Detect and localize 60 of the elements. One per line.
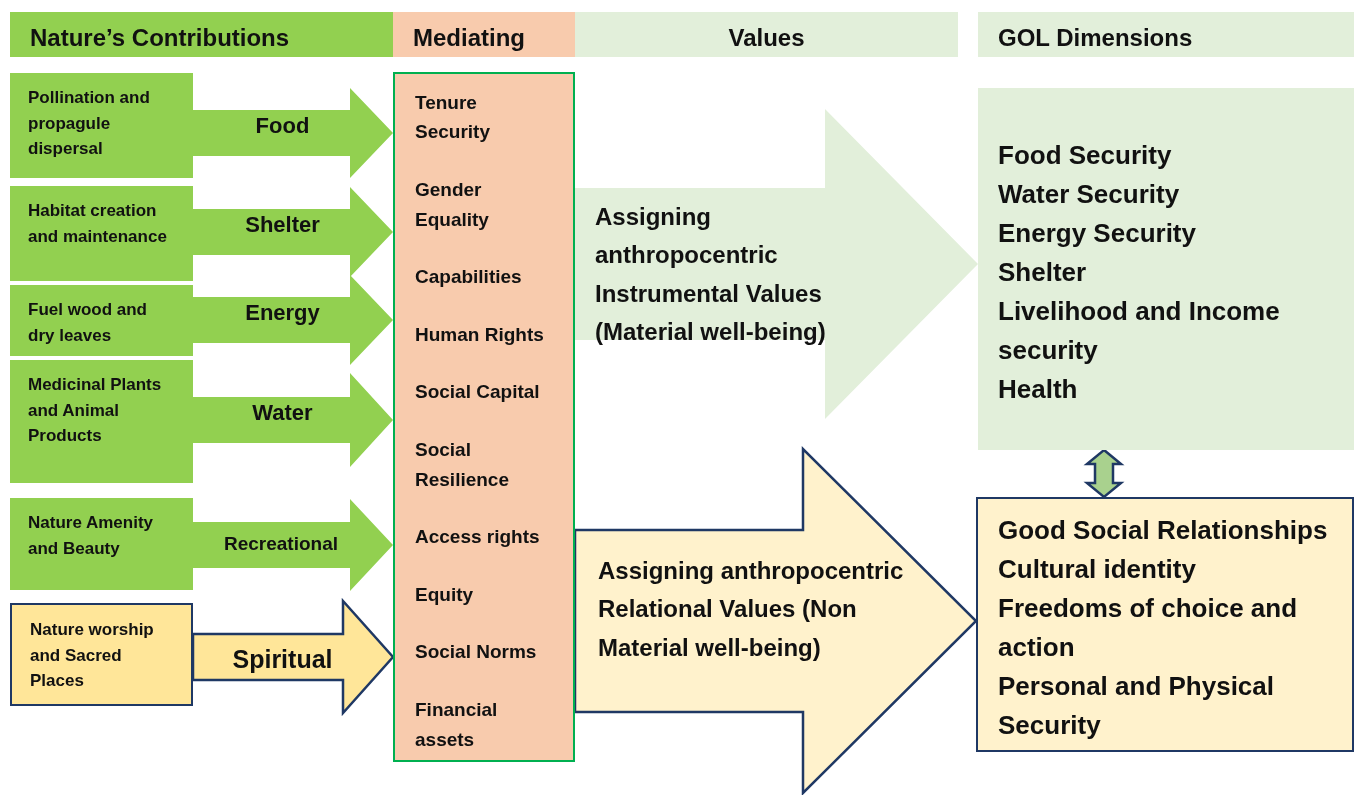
block-arrow	[193, 275, 393, 365]
dimension-box	[976, 497, 1354, 752]
list-item: Shelter	[998, 256, 1088, 289]
list-item: Energy Security	[998, 217, 1197, 250]
source-box	[10, 603, 193, 706]
list-item: Water Security	[998, 178, 1181, 211]
column-header	[575, 12, 958, 57]
block-arrow	[193, 88, 393, 178]
list-item: Human Rights	[415, 322, 545, 347]
box-text: Nature worship and Sacred Places	[30, 619, 155, 692]
column-header	[978, 12, 1354, 57]
list-item: Social Norms	[415, 640, 538, 665]
block-arrow	[193, 187, 393, 277]
list-item: Health	[998, 373, 1079, 406]
list-item: Capabilities	[415, 265, 523, 290]
list-item: Livelihood and Income security	[998, 295, 1281, 367]
list-item: Social Capital	[415, 380, 541, 405]
dimension-box	[978, 88, 1354, 450]
block-arrow	[573, 446, 978, 795]
header-text: GOL Dimensions	[998, 23, 1194, 53]
list-item: Financial assets	[415, 698, 499, 752]
block-arrow	[193, 499, 393, 591]
header-text: Nature’s Contributions	[30, 23, 291, 53]
mediating-box	[393, 72, 575, 762]
box-text: Habitat creation and maintenance	[28, 200, 168, 248]
list-item: Good Social Relationships	[998, 514, 1329, 547]
box-text: Fuel wood and dry leaves	[28, 299, 148, 347]
list-item: Tenure Security	[415, 91, 491, 145]
edge-label: Recreational	[222, 532, 339, 556]
edge-label: Food	[254, 112, 311, 140]
list-item: Equity	[415, 582, 475, 607]
list-item: Freedoms of choice and action	[998, 592, 1299, 664]
header-text: Mediating	[413, 23, 526, 53]
edge-label: Assigning anthropocentric Instrumental Values (Material well-being)	[595, 202, 827, 348]
list-item: Access rights	[415, 525, 541, 550]
edge-label: Energy	[244, 299, 321, 327]
box-text: Nature Amenity and Beauty	[28, 512, 154, 560]
box-text: Pollination and propagule dispersal	[28, 87, 151, 160]
box-text: Medicinal Plants and Animal Products	[28, 374, 163, 447]
list-item: Food Security	[998, 139, 1173, 172]
source-box	[10, 186, 193, 281]
source-box	[10, 360, 193, 483]
list-item: Gender Equality	[415, 178, 490, 232]
block-arrow	[575, 109, 978, 419]
column-header	[393, 12, 575, 57]
source-box	[10, 285, 193, 356]
edge-label: Assigning anthropocentric Relational Values (Non Material well-being)	[598, 556, 905, 663]
block-arrow	[191, 597, 395, 717]
list-item: Social Resilience	[415, 438, 510, 492]
edge-label: Shelter	[244, 211, 321, 239]
edge-label: Water	[251, 399, 314, 427]
column-header	[10, 12, 393, 57]
block-arrow	[193, 373, 393, 467]
edge-label: Spiritual	[231, 644, 334, 675]
list-item: Personal and Physical Security	[998, 670, 1275, 742]
header-text: Values	[727, 23, 806, 53]
source-box	[10, 73, 193, 178]
source-box	[10, 498, 193, 590]
block-arrow	[1083, 448, 1125, 499]
list-item: Cultural identity	[998, 553, 1197, 586]
